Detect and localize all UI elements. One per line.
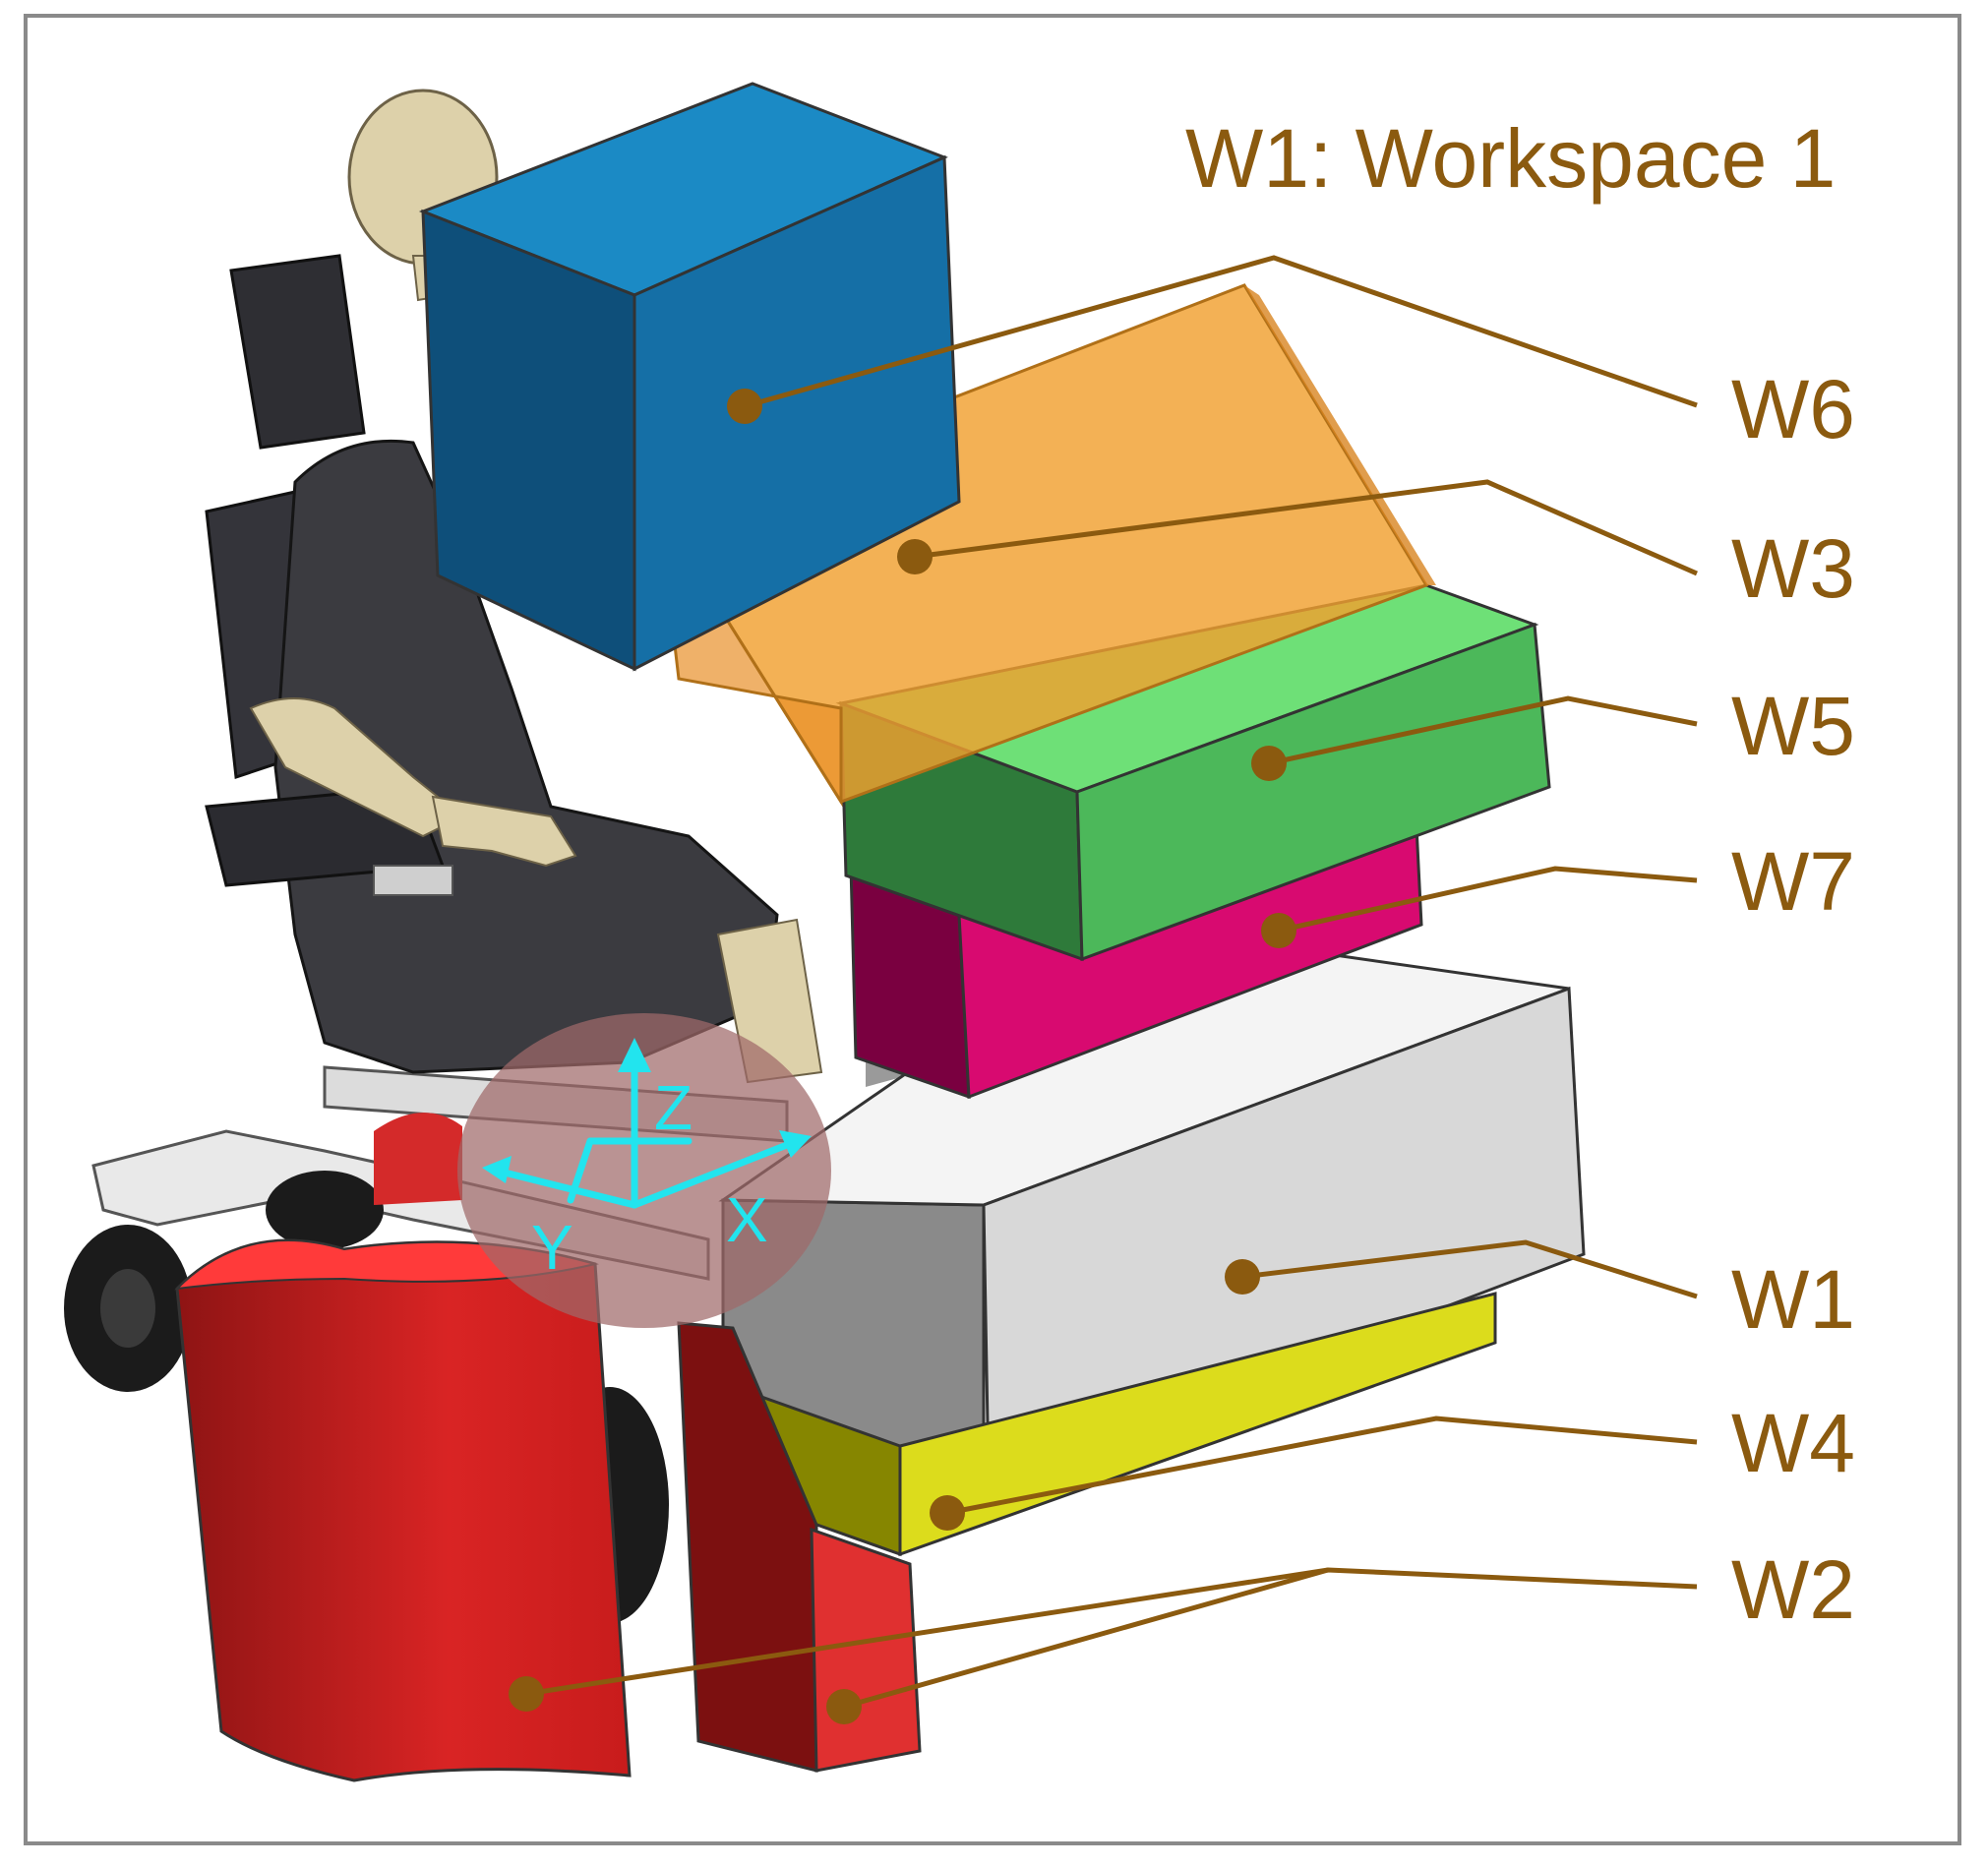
dot-w4 [930,1495,965,1531]
y-axis-line [493,1167,638,1209]
leader-w1 [1241,1239,1698,1299]
dot-w1 [1225,1259,1260,1295]
label-w1: W1 [1731,1253,1855,1346]
leader-w6 [744,255,1698,409]
leader-w7 [1278,866,1698,934]
leader-w4 [946,1416,1698,1516]
x-axis-label: X [726,1184,768,1255]
x-arrowhead [779,1130,812,1158]
label-w6: W6 [1731,363,1855,455]
y-axis-label: Y [531,1212,573,1283]
z-arrowhead [618,1038,651,1072]
leader-dots [509,389,1296,1724]
workspace-w2 [174,1238,922,1782]
label-w3: W3 [1731,522,1855,615]
leader-w3 [914,479,1699,576]
leader-w5 [1268,695,1698,766]
label-w5: W5 [1731,680,1855,772]
dot-w6 [727,389,762,424]
label-w7: W7 [1731,835,1855,928]
z-axis-label: Z [654,1072,693,1143]
dot-w5 [1251,746,1287,781]
dot-w2-right [826,1689,862,1724]
label-w4: W4 [1731,1397,1855,1489]
workspace-w6 [418,82,961,672]
dot-w3 [897,539,933,574]
coordinate-axes: Z X Y [457,1013,831,1328]
dot-w2-left [509,1676,544,1712]
y-arrowhead [482,1156,512,1183]
leader-lines [525,255,1699,1710]
legend-title: W1: Workspace 1 [1185,112,1836,205]
leader-w2b [843,1567,1329,1710]
label-w2: W2 [1731,1543,1855,1636]
x-axis-line [631,1137,801,1209]
dot-w7 [1261,913,1296,948]
